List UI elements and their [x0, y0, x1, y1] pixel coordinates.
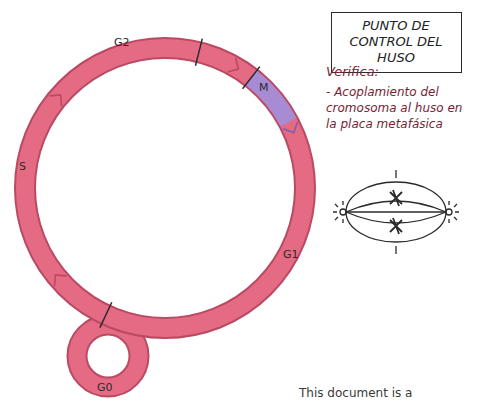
mitotic-spindle [333, 170, 459, 254]
phase-label: S [19, 160, 26, 173]
phase-label: G2 [114, 36, 130, 49]
phase-label: M [259, 81, 269, 94]
phase-divider [243, 67, 260, 89]
phase-label: G1 [283, 248, 299, 261]
checkpoint-title-box: PUNTO DE CONTROL DEL HUSO [331, 12, 462, 73]
phase-label: G0 [97, 381, 113, 394]
checkpoint-title: PUNTO DE CONTROL DEL HUSO [340, 18, 452, 66]
phase-divider [100, 302, 112, 327]
direction-chevrons [49, 58, 301, 286]
note-body: - Acoplamiento del cromosoma al huso en … [326, 84, 466, 132]
m-phase-segment [251, 78, 288, 123]
cycle-ring [25, 48, 305, 328]
note-heading: Verifica: [326, 64, 379, 79]
cycle-ring-outline [25, 48, 305, 328]
phase-divider [196, 39, 203, 66]
watermark: This document is a [299, 386, 412, 400]
